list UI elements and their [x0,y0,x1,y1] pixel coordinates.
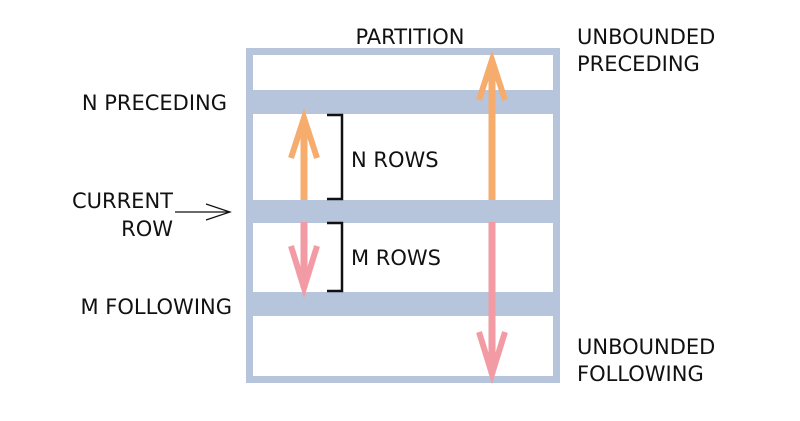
current-row-band [249,200,557,223]
n-preceding-row-band [249,90,557,114]
n-rows-label: N ROWS [351,148,439,172]
unbounded-following-label-line2: FOLLOWING [577,362,704,386]
unbounded-following-arrow [476,222,508,385]
current-row-pointer-arrow [175,203,232,221]
m-following-row-band [249,292,557,316]
m-following-arrow [288,222,320,299]
current-row-label-line2: ROW [121,217,173,241]
unbounded-preceding-arrow [476,50,508,200]
m-following-label: M FOLLOWING [80,295,232,319]
m-rows-bracket [327,221,344,293]
partition-title: PARTITION [355,25,464,49]
n-preceding-label: N PRECEDING [82,91,227,115]
m-rows-label: M ROWS [351,246,441,270]
n-preceding-arrow [288,108,320,200]
unbounded-following-label-line1: UNBOUNDED [577,335,715,359]
unbounded-preceding-label-line1: UNBOUNDED [577,25,715,49]
n-rows-bracket [327,113,344,201]
unbounded-preceding-label-line2: PRECEDING [577,52,700,76]
current-row-label-line1: CURRENT [72,189,173,213]
